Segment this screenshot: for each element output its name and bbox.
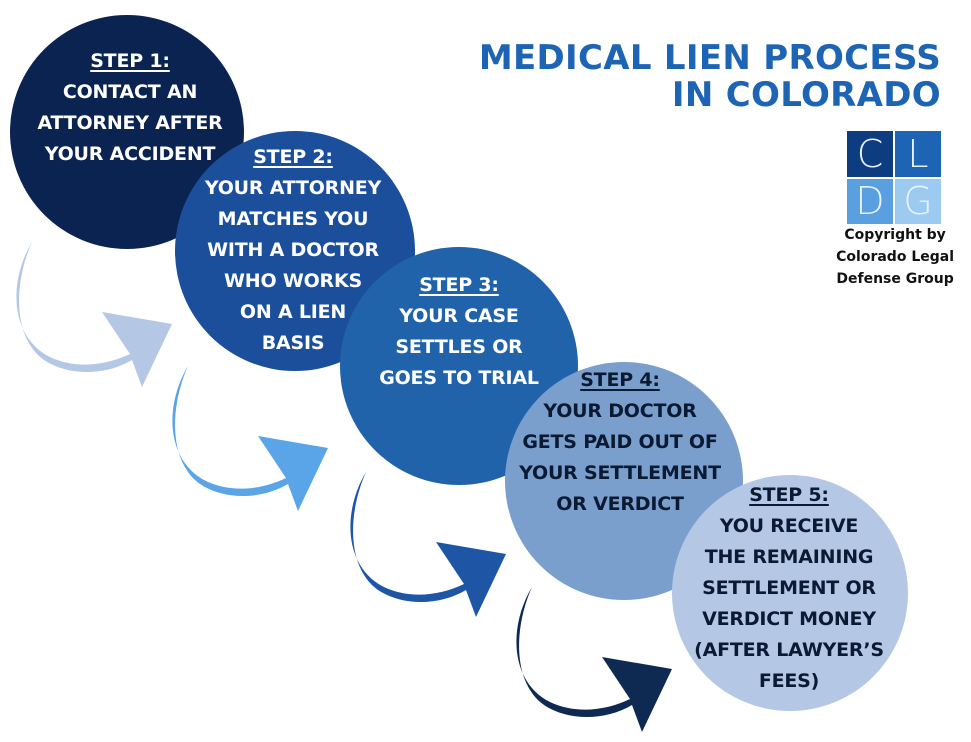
step-1-line-3: YOUR ACCIDENT	[44, 143, 216, 165]
arrow-3-to-4	[350, 472, 506, 617]
step-5-line-5: (AFTER LAWYER’S	[694, 639, 884, 661]
step-4-line-2: GETS PAID OUT OF	[522, 431, 718, 453]
step-5-line-4: VERDICT MONEY	[702, 608, 876, 630]
step-2-text: STEP 2: YOUR ATTORNEY MATCHES YOU WITH A…	[183, 142, 403, 359]
step-3-line-1: YOUR CASE	[399, 305, 519, 327]
step-2-line-6: BASIS	[261, 332, 325, 354]
step-2-label: STEP 2:	[253, 146, 333, 168]
step-5-circle	[672, 475, 908, 711]
step-4-text: STEP 4: YOUR DOCTOR GETS PAID OUT OF YOU…	[510, 365, 730, 520]
logo-tile-g: G	[895, 178, 941, 224]
step-1-line-2: ATTORNEY AFTER	[37, 112, 223, 134]
step-4-line-3: YOUR SETTLEMENT	[519, 462, 721, 484]
cldg-logo: C L D G	[847, 131, 941, 224]
logo-tile-c: C	[847, 131, 893, 177]
step-1-label: STEP 1:	[90, 50, 170, 72]
step-1-text: STEP 1: CONTACT AN ATTORNEY AFTER YOUR A…	[20, 46, 240, 170]
step-3-line-3: GOES TO TRIAL	[379, 367, 539, 389]
step-5-line-3: SETTLEMENT OR	[702, 577, 876, 599]
step-1-line-1: CONTACT AN	[62, 81, 198, 103]
step-2-line-2: MATCHES YOU	[217, 208, 369, 230]
step-5-line-2: THE REMAINING	[704, 546, 874, 568]
arrow-1-to-2	[16, 242, 173, 387]
step-5-text: STEP 5: YOU RECEIVE THE REMAINING SETTLE…	[679, 480, 899, 697]
page-title: MEDICAL LIEN PROCESS IN COLORADO	[479, 40, 941, 114]
step-2-line-1: YOUR ATTORNEY	[204, 177, 382, 199]
logo-tile-l: L	[895, 131, 941, 177]
step-5-line-6: FEES)	[758, 670, 820, 692]
logo-tile-d: D	[847, 178, 893, 224]
step-2-line-4: WHO WORKS	[224, 270, 362, 292]
step-2-line-3: WITH A DOCTOR	[207, 239, 379, 261]
title-line-1: MEDICAL LIEN PROCESS	[478, 38, 941, 78]
step-3-line-2: SETTLES OR	[395, 336, 523, 358]
step-5-line-1: YOU RECEIVE	[719, 515, 859, 537]
arrow-4-to-5	[516, 587, 672, 732]
step-2-line-5: ON A LIEN	[239, 301, 347, 323]
step-4-label: STEP 4:	[580, 369, 660, 391]
copyright-line-1: Copyright by	[844, 227, 946, 243]
copyright-notice: Copyright by Colorado Legal Defense Grou…	[836, 224, 954, 290]
step-3-text: STEP 3: YOUR CASE SETTLES OR GOES TO TRI…	[349, 270, 569, 394]
arrow-2-to-3	[172, 366, 328, 511]
copyright-line-3: Defense Group	[836, 271, 954, 287]
copyright-line-2: Colorado Legal	[836, 249, 954, 265]
step-5-label: STEP 5:	[749, 484, 829, 506]
title-line-2: IN COLORADO	[671, 75, 941, 115]
step-3-label: STEP 3:	[419, 274, 499, 296]
step-4-line-4: OR VERDICT	[556, 493, 684, 515]
step-4-line-1: YOUR DOCTOR	[543, 400, 697, 422]
